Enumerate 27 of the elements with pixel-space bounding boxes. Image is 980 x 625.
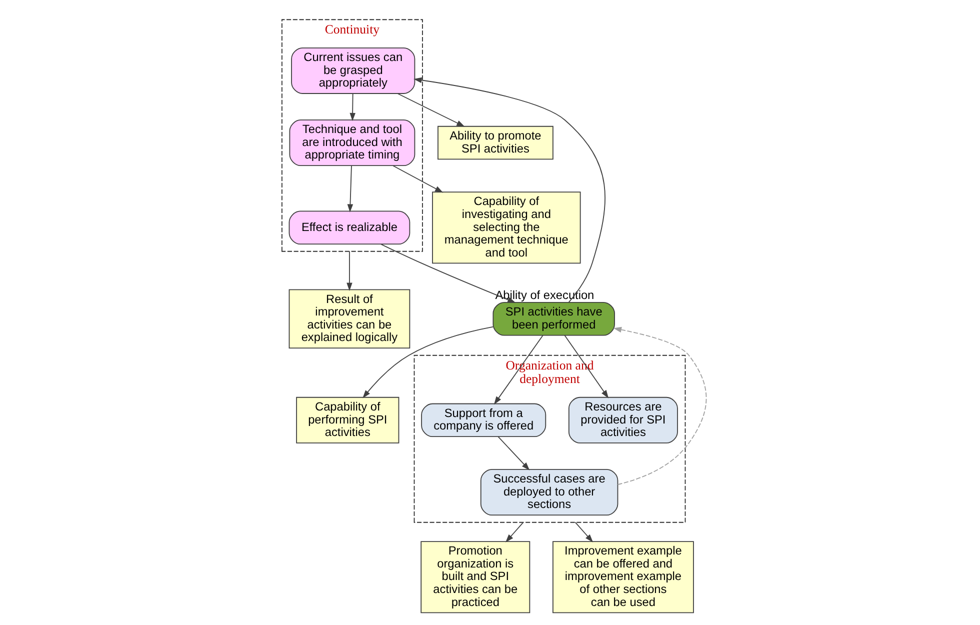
node-box: Improvement example can be offered and improvement example of other sections can be used [552,541,694,614]
arrow [612,326,706,485]
node-box: Technique and tool are introduced with appropriate timing [288,120,415,166]
node-box: Successful cases are deployed to other sections [480,468,618,516]
node-box: Result of improvement activities can be explained logically [288,289,410,349]
node-box: Capability of performing SPI activities [296,396,399,444]
arrow [564,334,608,398]
arrow [413,77,605,303]
arrow [349,93,355,122]
node-box: Current issues can be grasped appropriately [290,47,415,94]
arrow [380,244,516,303]
arrow [504,522,524,542]
node-box: Effect is realizable [288,210,410,245]
arrow [396,93,464,127]
arrow [497,436,530,470]
arrow [574,522,593,542]
arrow [346,166,353,212]
node-box: Resources are provided for SPI activities [568,396,678,444]
arrow [362,326,494,398]
node-box: SPI activities have been performed [492,302,614,336]
arrow [392,165,443,193]
arrow [493,334,543,405]
node-box: Support from a company is offered [420,403,546,438]
node-box: Promotion organization is built and SPI activities can be practiced [420,541,530,614]
node-box: Ability to promote SPI activities [437,126,553,160]
arrow [346,250,352,291]
node-box: Capability of investigating and selecting the management technique and tool [432,192,580,264]
